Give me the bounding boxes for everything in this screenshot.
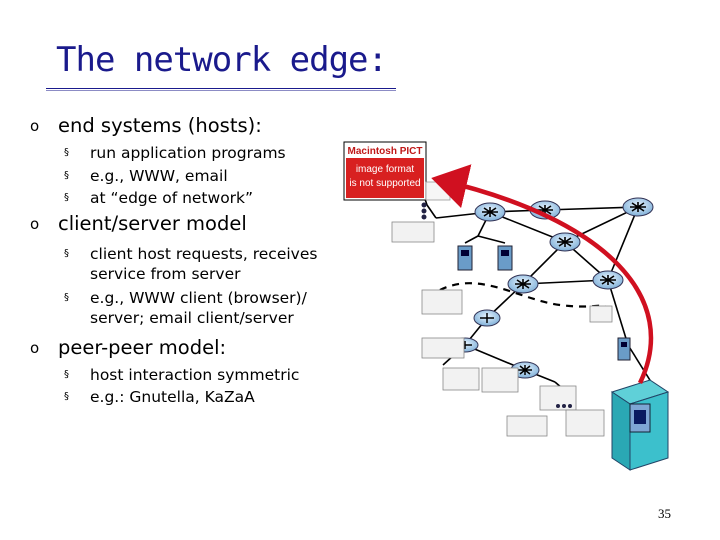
- bullet-mark: o: [30, 215, 40, 233]
- bullet-end-systems: o end systems (hosts):: [30, 114, 262, 137]
- sub-bullet-mark: §: [64, 391, 69, 402]
- sub-bullet: § e.g.: Gnutella, KaZaA: [64, 387, 345, 407]
- slide-title: The network edge:: [56, 40, 388, 80]
- sub-bullet: § at “edge of network”: [64, 188, 345, 208]
- sub-bullet: § e.g., WWW client (browser)/ server; em…: [64, 288, 345, 328]
- sub-bullet-mark: §: [64, 170, 69, 181]
- pict-line-3: is not supported: [349, 178, 420, 189]
- sub-bullet-text: at “edge of network”: [90, 189, 254, 207]
- sub-bullet-mark: §: [64, 292, 69, 303]
- pict-line-2: image format: [356, 164, 415, 175]
- server-tower-icon: [610, 379, 670, 471]
- sub-bullet-text: run application programs: [90, 144, 286, 162]
- sub-bullet-mark: §: [64, 147, 69, 158]
- page-number: 35: [658, 506, 671, 521]
- sub-bullet-mark: §: [64, 369, 69, 380]
- client-server-arrow: [431, 164, 654, 384]
- title-underline: [46, 88, 396, 89]
- sub-bullet: § e.g., WWW, email: [64, 166, 345, 186]
- pict-placeholders: Macintosh PICT image format is not suppo…: [343, 141, 639, 437]
- sub-bullet-text: client host requests, receives service f…: [90, 245, 318, 283]
- sub-bullet-text: e.g., WWW, email: [90, 167, 228, 185]
- bullet-mark: o: [30, 117, 40, 135]
- bullet-mark: o: [30, 339, 40, 357]
- peer-dashed-path: [439, 282, 613, 313]
- sub-bullet-text: e.g., WWW client (browser)/ server; emai…: [90, 289, 307, 327]
- sub-bullet-mark: §: [64, 192, 69, 203]
- bullet-text: peer-peer model:: [58, 336, 227, 359]
- sub-bullet: § run application programs: [64, 143, 345, 163]
- sub-bullet-text: host interaction symmetric: [90, 366, 300, 384]
- sub-bullet-mark: §: [64, 248, 69, 259]
- bullet-peer-peer: o peer-peer model:: [30, 336, 227, 359]
- sub-bullet-text: e.g.: Gnutella, KaZaA: [90, 388, 255, 406]
- title-underline-shadow: [46, 90, 396, 91]
- bullet-client-server: o client/server model: [30, 212, 247, 235]
- pict-line-1: Macintosh PICT: [347, 146, 422, 157]
- sub-bullet: § client host requests, receives service…: [64, 244, 345, 284]
- host-computers: [421, 202, 631, 408]
- sub-bullet: § host interaction symmetric: [64, 365, 345, 385]
- bullet-text: end systems (hosts):: [58, 114, 262, 137]
- bullet-text: client/server model: [58, 212, 247, 235]
